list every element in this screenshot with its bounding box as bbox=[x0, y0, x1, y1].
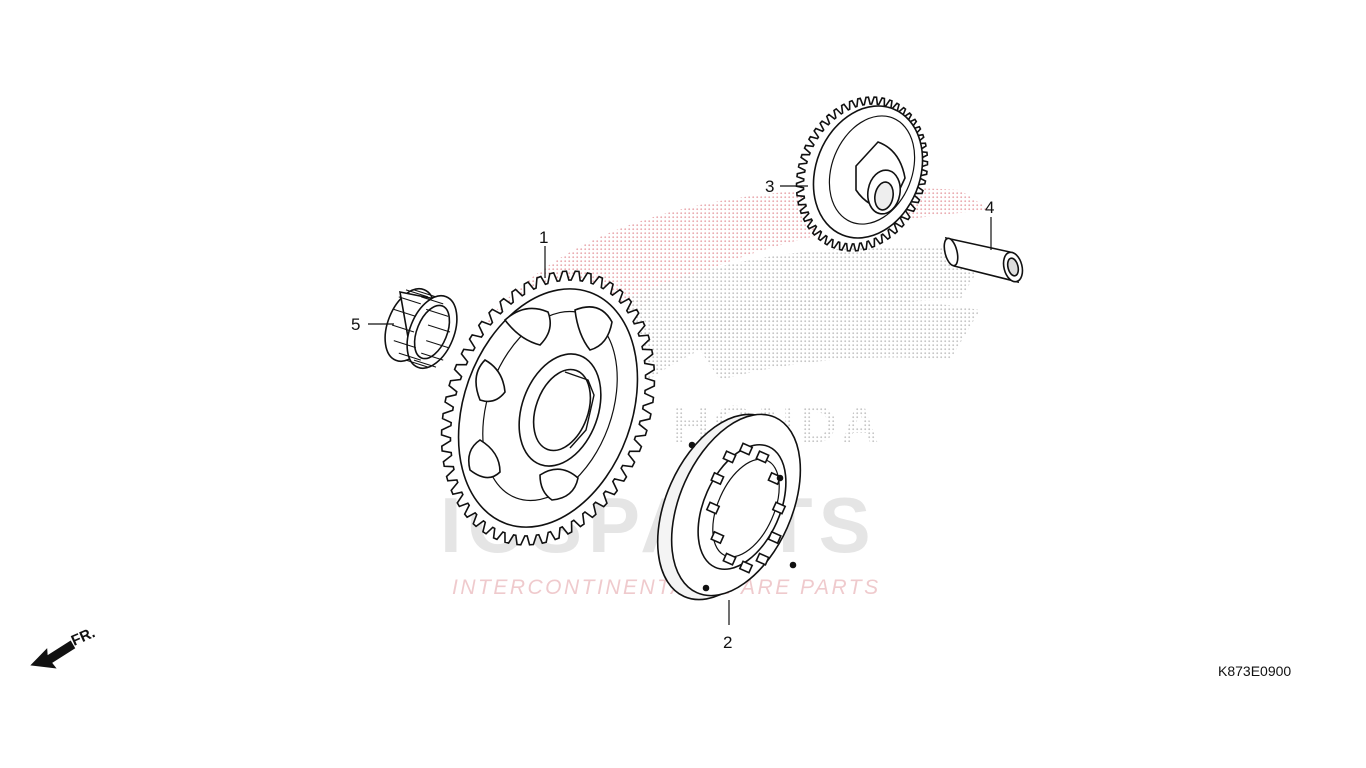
bearing-needle bbox=[427, 324, 451, 333]
bearing-needle bbox=[421, 352, 444, 361]
clutch-roller bbox=[755, 552, 770, 566]
bearing-needle bbox=[393, 340, 416, 349]
part-3-starter-reduction-gear bbox=[795, 96, 929, 252]
clutch-roller bbox=[722, 552, 737, 566]
clutch-roller bbox=[771, 501, 787, 515]
bearing-needle bbox=[421, 296, 444, 305]
clutch-roller bbox=[710, 471, 725, 486]
bearing-needle bbox=[413, 359, 437, 368]
part-5-needle-bearing bbox=[384, 288, 458, 369]
bearing-needle bbox=[405, 359, 429, 368]
clutch-roller bbox=[710, 530, 725, 545]
bearing-needle bbox=[405, 289, 429, 298]
bearing-needles bbox=[391, 289, 451, 368]
callout-5: 5 bbox=[351, 315, 394, 334]
part-4-shaft bbox=[943, 236, 1024, 284]
bearing-needle bbox=[398, 296, 421, 305]
part-1-starter-driven-gear bbox=[440, 270, 656, 546]
bearing-needle bbox=[398, 352, 421, 361]
clutch-roller bbox=[738, 442, 754, 456]
bearing-needle bbox=[426, 340, 449, 349]
clutch-roller bbox=[722, 450, 737, 464]
clutch-roller bbox=[738, 560, 754, 574]
clutch-roller bbox=[705, 501, 721, 515]
front-marker-label: FR. bbox=[69, 624, 98, 649]
bearing-needle bbox=[393, 308, 416, 317]
bearing-needle bbox=[426, 308, 449, 317]
callout-label-5: 5 bbox=[351, 315, 360, 334]
callout-label-4: 4 bbox=[985, 198, 994, 217]
part-2-starter-clutch bbox=[656, 413, 802, 601]
callout-label-1: 1 bbox=[539, 228, 548, 247]
bearing-needle bbox=[413, 289, 437, 298]
callout-4: 4 bbox=[985, 198, 994, 250]
icsparts-tagline-text: INTERCONTINENTAL SPARE PARTS bbox=[452, 576, 881, 599]
callout-1: 1 bbox=[539, 228, 548, 278]
callout-label-3: 3 bbox=[765, 177, 774, 196]
diagram-reference-code: K873E0900 bbox=[1218, 663, 1292, 679]
clutch-roller bbox=[767, 530, 782, 545]
callout-3: 3 bbox=[765, 177, 808, 196]
bearing-needle bbox=[391, 324, 415, 333]
front-direction-arrow-icon: FR. bbox=[30, 624, 98, 669]
clutch-roller bbox=[755, 450, 770, 464]
callout-label-2: 2 bbox=[723, 633, 732, 652]
callout-2: 2 bbox=[723, 600, 732, 652]
clutch-rollers bbox=[705, 442, 787, 574]
